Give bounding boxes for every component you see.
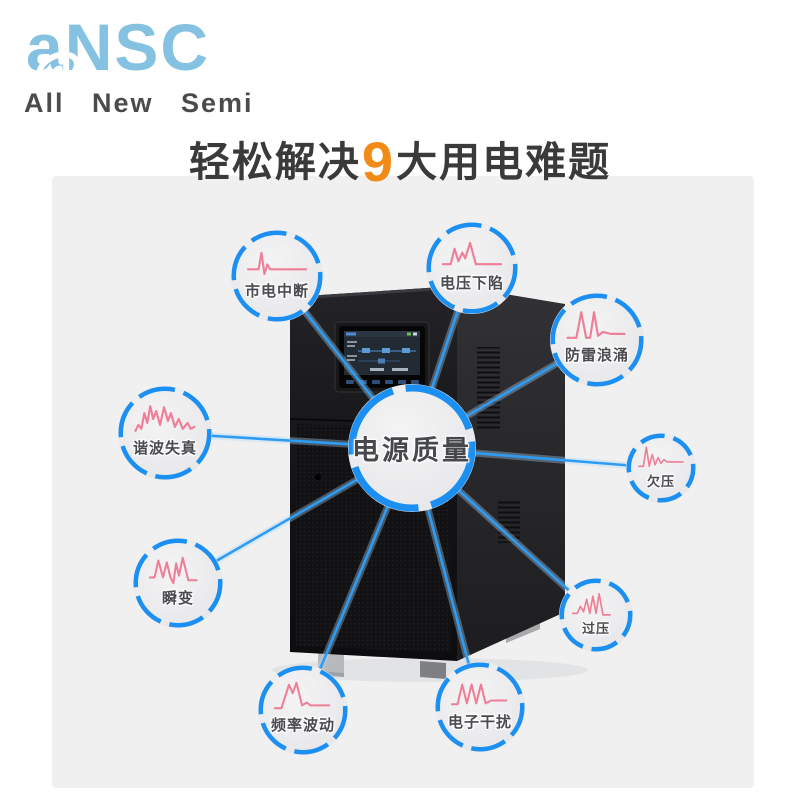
voltage-sag-waveform-icon	[441, 241, 503, 265]
problem-label: 电压下陷	[439, 274, 505, 292]
problem-node-interference: 电子干扰	[435, 662, 525, 752]
problem-node-frequency-fluctuation: 频率波动	[258, 665, 348, 755]
problem-label: 瞬变	[161, 589, 195, 607]
page-title: 轻松解决9大用电难题	[0, 128, 800, 194]
problem-label: 过压	[581, 620, 611, 636]
problem-node-lightning-surge: 防雷浪涌	[550, 293, 644, 387]
dashed-ring	[550, 293, 644, 387]
dashed-ring	[258, 665, 348, 755]
problem-label: 欠压	[646, 473, 676, 489]
dashed-ring	[348, 384, 476, 512]
title-prefix: 轻松解决	[188, 139, 361, 185]
problem-label: 电子干扰	[447, 713, 513, 731]
center-node-label: 电源质量	[352, 435, 472, 466]
harmonic-distortion-waveform-icon	[134, 405, 196, 432]
brand-tagline: All New Semi	[24, 88, 254, 118]
dashed-ring	[118, 386, 212, 480]
dashed-ring	[133, 538, 223, 628]
device-keyhole	[314, 473, 322, 481]
dashed-ring	[231, 230, 323, 322]
problem-node-mains-interruption: 市电中断	[231, 230, 323, 322]
interference-waveform-icon	[450, 683, 508, 706]
overvoltage-waveform-icon	[571, 592, 611, 616]
problem-node-harmonic-distortion: 谐波失真	[118, 386, 212, 480]
problem-node-transient: 瞬变	[133, 538, 223, 628]
title-suffix: 大用电难题	[396, 139, 612, 185]
device-screen	[334, 321, 430, 393]
device-side-vents-upper	[477, 347, 500, 430]
title-highlight-9: 9	[361, 130, 396, 193]
dashed-ring	[559, 578, 633, 652]
undervoltage-waveform-icon	[638, 446, 684, 468]
problem-node-overvoltage: 过压	[559, 578, 633, 652]
problem-label: 防雷浪涌	[564, 346, 630, 364]
problem-label: 谐波失真	[132, 439, 198, 457]
dashed-ring	[626, 433, 696, 503]
problem-label: 市电中断	[244, 282, 310, 300]
frequency-fluctuation-waveform-icon	[273, 682, 331, 710]
device-screen-buttons	[346, 380, 419, 384]
dashed-ring	[435, 662, 525, 752]
problem-node-undervoltage: 欠压	[626, 433, 696, 503]
transient-waveform-icon	[148, 557, 198, 585]
problem-node-voltage-sag: 电压下陷	[426, 222, 518, 314]
mains-interruption-waveform-icon	[246, 251, 308, 275]
center-node-power-quality: 电源质量	[348, 384, 476, 512]
lightning-surge-waveform-icon	[566, 311, 626, 339]
brand-logo: aNSC	[26, 14, 210, 94]
dashed-ring	[426, 222, 518, 314]
device-top-edge	[290, 286, 457, 300]
problem-label: 频率波动	[270, 716, 336, 734]
